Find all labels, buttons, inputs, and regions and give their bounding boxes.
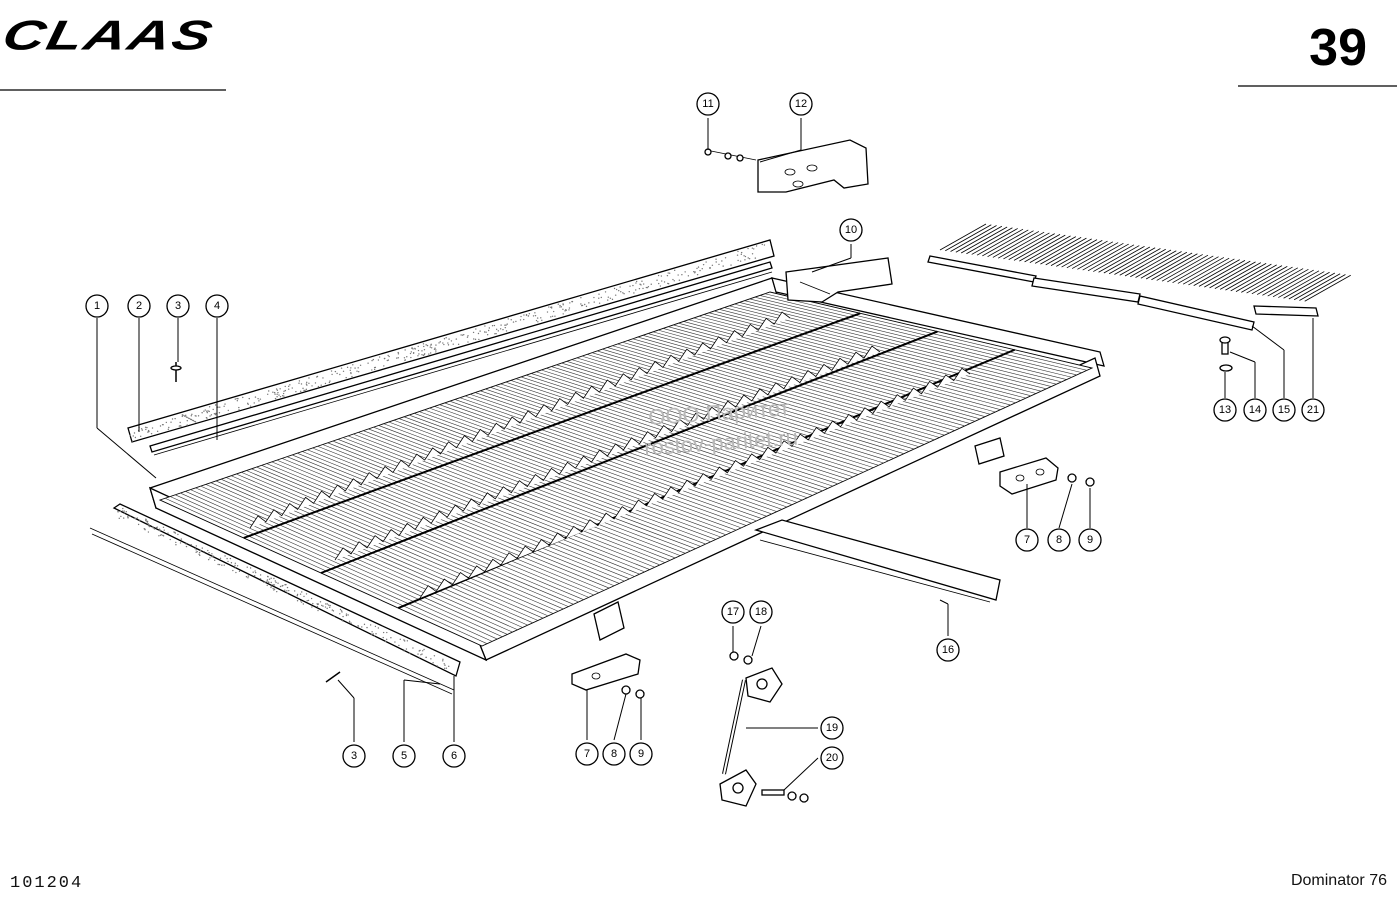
- callout-7-right: 7: [1015, 528, 1039, 552]
- callout-label: 20: [826, 752, 838, 764]
- callout-label: 11: [702, 98, 713, 110]
- callout-label: 3: [175, 300, 181, 312]
- callout-15: 15: [1272, 398, 1296, 422]
- bolt-13-washer-14: [1219, 336, 1233, 372]
- callout-20: 20: [820, 746, 844, 770]
- callout-label: 9: [638, 748, 644, 760]
- callout-label: 21: [1307, 404, 1319, 416]
- callout-label: 6: [451, 750, 457, 762]
- callout-label: 2: [136, 300, 142, 312]
- callout-13: 13: [1213, 398, 1237, 422]
- callout-8-right: 8: [1047, 528, 1071, 552]
- callout-label: 5: [401, 750, 407, 762]
- bracket-plate-10: [785, 257, 893, 303]
- front-seal-texture: [117, 507, 450, 670]
- model-name: Dominator 76: [1290, 872, 1387, 889]
- clamp-block-lower: [571, 601, 645, 699]
- callout-label: 12: [795, 98, 807, 110]
- front-seal-strip: [89, 503, 461, 695]
- callout-17: 17: [721, 600, 745, 624]
- callout-3-bottom: 3: [342, 744, 366, 768]
- callout-16: 16: [936, 638, 960, 662]
- callout-label: 19: [826, 722, 838, 734]
- document-code: 101204: [10, 874, 84, 893]
- callout-1: 1: [85, 294, 109, 318]
- callout-10: 10: [839, 218, 863, 242]
- callout-label: 10: [845, 224, 857, 236]
- callout-5: 5: [392, 744, 416, 768]
- callout-7-lower: 7: [575, 742, 599, 766]
- callout-label: 3: [351, 750, 357, 762]
- callout-19: 19: [820, 716, 844, 740]
- callout-21: 21: [1301, 398, 1325, 422]
- sieve-frame: [148, 277, 1105, 662]
- leader-lines: [96, 118, 1314, 791]
- callout-label: 7: [1024, 534, 1030, 546]
- clamp-block-right: [974, 437, 1095, 495]
- sieve-extension: [927, 255, 1319, 331]
- callout-12: 12: [789, 92, 813, 116]
- callout-9-lower: 9: [629, 742, 653, 766]
- callout-label: 9: [1087, 534, 1093, 546]
- callout-label: 8: [611, 748, 617, 760]
- callout-label: 15: [1278, 404, 1290, 416]
- callout-14: 14: [1243, 398, 1267, 422]
- callout-4: 4: [205, 294, 229, 318]
- callout-label: 7: [584, 748, 590, 760]
- callout-label: 8: [1056, 534, 1062, 546]
- callout-11: 11: [696, 92, 720, 116]
- callout-8-lower: 8: [602, 742, 626, 766]
- callout-3-top: 3: [166, 294, 190, 318]
- callout-label: 16: [942, 644, 954, 656]
- cross-member: [753, 519, 1001, 603]
- extension-fingers: [939, 223, 1351, 302]
- rear-seal-texture: [129, 243, 766, 442]
- callout-label: 13: [1219, 404, 1231, 416]
- sieve-teeth: [249, 311, 971, 599]
- callout-label: 4: [214, 300, 220, 312]
- callout-18: 18: [749, 600, 773, 624]
- callout-label: 17: [727, 606, 739, 618]
- callout-2: 2: [127, 294, 151, 318]
- link-rod-19: [719, 651, 809, 807]
- callout-label: 18: [755, 606, 767, 618]
- callout-6: 6: [442, 744, 466, 768]
- bracket-plate-12: [704, 139, 869, 193]
- callout-9-right: 9: [1078, 528, 1102, 552]
- rivets-3: [170, 362, 341, 683]
- page-number: 39: [1309, 19, 1367, 77]
- callout-label: 1: [94, 300, 100, 312]
- callout-label: 14: [1249, 404, 1261, 416]
